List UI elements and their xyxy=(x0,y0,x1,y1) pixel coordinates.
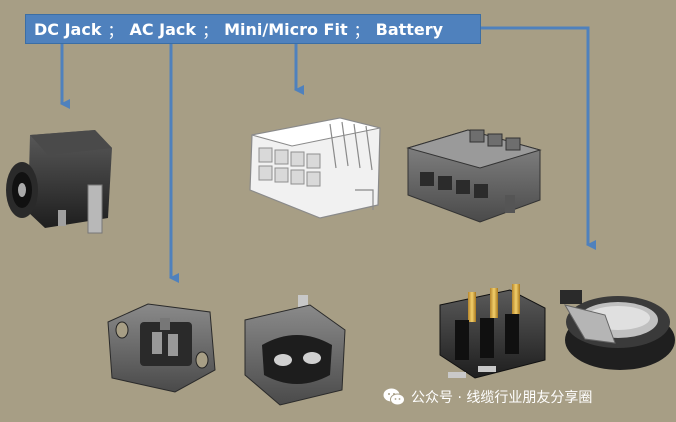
header-item-mini-micro-fit: Mini/Micro Fit xyxy=(224,19,348,39)
wechat-icon xyxy=(383,388,405,406)
battery-contact-image xyxy=(439,284,546,379)
mini-fit-white-image xyxy=(249,117,381,219)
micro-fit-grey-image xyxy=(406,129,542,223)
pointer-arrows xyxy=(60,26,596,283)
header-separator: ； xyxy=(202,21,219,40)
header-item-dc-jack: DC Jack xyxy=(34,19,102,39)
header-item-battery: Battery xyxy=(375,19,444,39)
watermark-text: 公众号 · 线缆行业朋友分享圈 xyxy=(411,390,593,406)
header-separator: ； xyxy=(353,21,370,40)
header-separator: ； xyxy=(107,21,124,40)
ac-jack-2-image xyxy=(244,295,346,406)
connector-types-header: DC Jack ； AC Jack ； Mini/Micro Fit ； Battery xyxy=(25,14,481,44)
header-item-ac-jack: AC Jack xyxy=(129,19,197,39)
watermark: 公众号 · 线缆行业朋友分享圈 xyxy=(383,386,592,408)
ac-jack-1-image xyxy=(107,303,216,393)
coin-cell-holder-image xyxy=(560,290,675,370)
dc-jack-image xyxy=(6,130,112,234)
arrow-battery xyxy=(481,26,596,250)
